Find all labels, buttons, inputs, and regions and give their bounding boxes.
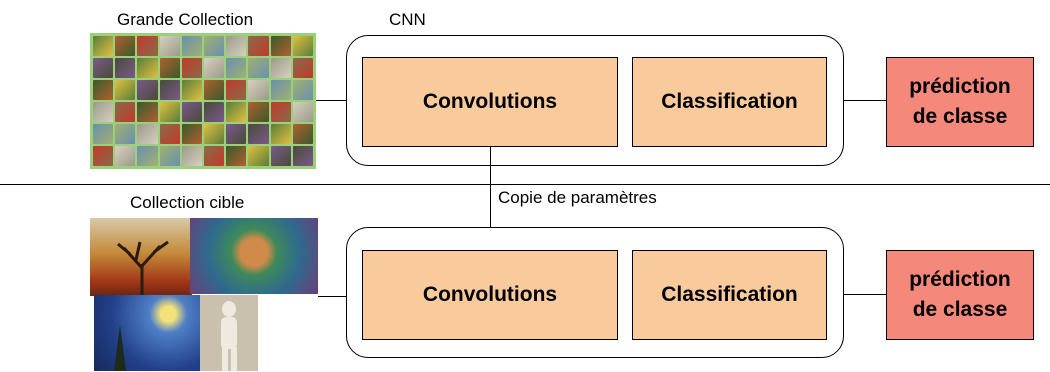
- collection-thumbnail: [181, 80, 202, 100]
- convolutions-block-bottom: Convolutions: [362, 250, 618, 340]
- class-prediction-box-top: prédiction de classe: [886, 57, 1034, 147]
- collection-thumbnail: [226, 80, 247, 100]
- painting-starry-night-thumbnail: [94, 295, 200, 371]
- collection-thumbnail: [292, 36, 313, 56]
- collection-thumbnail: [292, 124, 313, 144]
- collection-thumbnail: [248, 102, 269, 122]
- large-collection-label: Grande Collection: [117, 10, 254, 29]
- collection-thumbnail: [115, 146, 136, 166]
- collection-thumbnail: [115, 124, 136, 144]
- collection-thumbnail: [181, 58, 202, 78]
- collection-thumbnail: [204, 124, 225, 144]
- collection-thumbnail: [115, 102, 136, 122]
- cnn-label: CNN: [389, 10, 426, 29]
- collection-thumbnail: [93, 36, 114, 56]
- class-prediction-box-bottom: prédiction de classe: [886, 250, 1034, 340]
- collection-thumbnail: [270, 124, 291, 144]
- collection-thumbnail: [93, 58, 114, 78]
- collection-thumbnail: [93, 80, 114, 100]
- prediction-line1-bottom: prédiction: [909, 268, 1011, 291]
- collection-thumbnail: [204, 80, 225, 100]
- parameter-copy-label: Copie de paramètres: [498, 188, 657, 207]
- collection-thumbnail: [181, 102, 202, 122]
- collection-thumbnail: [181, 36, 202, 56]
- collection-thumbnail: [248, 124, 269, 144]
- collection-thumbnail: [292, 80, 313, 100]
- collection-thumbnail: [159, 124, 180, 144]
- collection-thumbnail: [181, 124, 202, 144]
- collection-thumbnail: [270, 80, 291, 100]
- collection-thumbnail: [137, 124, 158, 144]
- section-divider: [0, 184, 1050, 185]
- convolutions-label-top: Convolutions: [422, 90, 558, 113]
- collection-thumbnail: [226, 124, 247, 144]
- collection-thumbnail: [292, 58, 313, 78]
- collection-thumbnail: [181, 146, 202, 166]
- collection-thumbnail: [159, 146, 180, 166]
- collection-thumbnail: [204, 102, 225, 122]
- collection-thumbnail: [248, 80, 269, 100]
- collection-thumbnail: [159, 102, 180, 122]
- convolutions-label-bottom: Convolutions: [422, 283, 558, 306]
- collection-thumbnail: [248, 36, 269, 56]
- target-collection-label: Collection cible: [130, 193, 245, 212]
- collection-thumbnail: [137, 58, 158, 78]
- convolutions-block-top: Convolutions: [362, 57, 618, 147]
- collection-thumbnail: [270, 146, 291, 166]
- collection-thumbnail: [270, 58, 291, 78]
- collection-thumbnail: [115, 80, 136, 100]
- prediction-line2-top: de classe: [912, 105, 1008, 128]
- parameter-copy-arrow-shaft: [490, 147, 491, 244]
- collection-thumbnail: [115, 36, 136, 56]
- collection-thumbnail: [226, 58, 247, 78]
- collection-thumbnail: [137, 102, 158, 122]
- collection-thumbnail: [270, 102, 291, 122]
- prediction-line1-top: prédiction: [909, 75, 1011, 98]
- collection-thumbnail: [93, 124, 114, 144]
- connector-collection-to-cnn: [316, 100, 346, 101]
- connector-cnn-to-prediction-top: [844, 100, 886, 101]
- connector-target-to-cnn: [318, 296, 346, 297]
- large-collection-image-grid: [90, 33, 316, 169]
- collection-thumbnail: [204, 58, 225, 78]
- collection-thumbnail: [159, 58, 180, 78]
- collection-thumbnail: [137, 36, 158, 56]
- collection-thumbnail: [115, 58, 136, 78]
- collection-thumbnail: [292, 146, 313, 166]
- collection-thumbnail: [292, 102, 313, 122]
- classification-block-top: Classification: [632, 57, 827, 147]
- collection-thumbnail: [93, 146, 114, 166]
- collection-thumbnail: [226, 146, 247, 166]
- collection-thumbnail: [159, 36, 180, 56]
- collection-thumbnail: [204, 36, 225, 56]
- collection-thumbnail: [226, 102, 247, 122]
- connector-cnn-to-prediction-bottom: [844, 294, 886, 295]
- collection-thumbnail: [226, 36, 247, 56]
- collection-thumbnail: [248, 146, 269, 166]
- collection-thumbnail: [137, 80, 158, 100]
- collection-thumbnail: [159, 80, 180, 100]
- prediction-line2-bottom: de classe: [912, 298, 1008, 321]
- collection-thumbnail: [270, 36, 291, 56]
- classification-label-bottom: Classification: [661, 283, 798, 306]
- collection-thumbnail: [248, 58, 269, 78]
- classification-label-top: Classification: [661, 90, 798, 113]
- painting-tree-thumbnail: [90, 218, 192, 296]
- painting-dog-thumbnail: [190, 218, 318, 294]
- collection-thumbnail: [204, 146, 225, 166]
- statue-david-thumbnail: [200, 295, 258, 371]
- classification-block-bottom: Classification: [632, 250, 827, 340]
- collection-thumbnail: [93, 102, 114, 122]
- collection-thumbnail: [137, 146, 158, 166]
